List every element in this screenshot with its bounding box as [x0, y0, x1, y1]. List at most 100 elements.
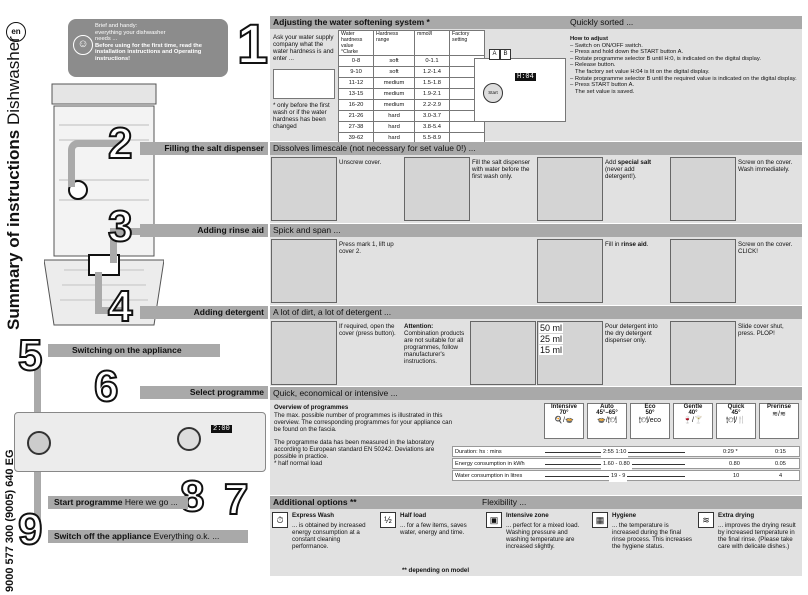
- options-note: ** depending on model: [402, 567, 470, 574]
- step-2-number: 2: [107, 119, 134, 168]
- hardness-table: Water hardness value °Clarke Hardness ra…: [338, 30, 485, 144]
- s4-text-4: Slide cover shut, press. PLOP!: [738, 323, 784, 337]
- section-2-bar: Dissolves limescale (not necessary for s…: [270, 142, 802, 155]
- half-load-icon: ½: [380, 512, 396, 528]
- s1-note: * only before the first wash or if the w…: [273, 102, 330, 130]
- s4-photo-1: [271, 321, 337, 385]
- section-6-bar: Quick, economical or intensive ...: [270, 387, 802, 400]
- step-2-bar: Filling the salt dispenser: [140, 142, 268, 155]
- s2-photo-2: [404, 157, 470, 221]
- intensive-zone-icon: ▣: [486, 512, 502, 528]
- auto-icon: 🍲/🍽: [597, 417, 617, 424]
- s1-panel-illustration: A B Start H:04: [474, 49, 566, 122]
- extra-drying-icon: ≋: [698, 512, 714, 528]
- side-title: Summary of instructions Dishwasher: [4, 36, 23, 330]
- intro-box: ☺ Brief and handy:everything your dishwa…: [68, 19, 228, 77]
- s3-photo-2: [537, 239, 603, 303]
- overview-text: Overview of programmes The max. possible…: [274, 404, 453, 467]
- s2-text-4: Screw on the cover. Wash immediately.: [738, 159, 793, 173]
- side-code: 9000 577 300 (9005) 640 EG: [4, 449, 16, 592]
- s4-text-3: Pour detergent into the dry detergent di…: [605, 323, 658, 344]
- opt-express: Express Wash... is obtained by increased…: [292, 512, 366, 550]
- s1-ask: Ask your water supply company what the w…: [273, 34, 334, 62]
- s3-photo-1: [271, 239, 337, 303]
- s2-photo-1: [271, 157, 337, 221]
- quick-icon: 🍽/🍴: [726, 417, 746, 424]
- opt-extra-drying: Extra drying... improves the drying resu…: [718, 512, 796, 550]
- s4-photo-2: [470, 321, 536, 385]
- hardness-entry-box[interactable]: [273, 69, 335, 99]
- s2-text-2: Fill the salt dispenser with water befor…: [472, 159, 531, 180]
- opt-intensive-zone: Intensive zone... perfect for a mixed lo…: [506, 512, 580, 550]
- step-1-number: 1: [236, 12, 269, 75]
- ml-50-label: 50 ml: [539, 323, 564, 333]
- ml-25-label: 25 ml: [539, 334, 564, 344]
- step-6-bar: Select programme: [140, 386, 268, 399]
- opt-half: Half load... for a few items, saves wate…: [400, 512, 467, 536]
- express-wash-icon: ⏱: [272, 512, 288, 528]
- s2-text-3: Add special salt (never add detergent!).: [605, 159, 652, 180]
- fascia-display: 2:00: [211, 425, 232, 433]
- opt-hygiene: Hygiene... the temperature is increased …: [612, 512, 693, 550]
- step-6-number: 6: [93, 362, 120, 411]
- section-4-bar: A lot of dirt, a lot of detergent ...: [270, 306, 802, 319]
- label-b: B: [500, 49, 511, 60]
- start-button[interactable]: Start: [483, 83, 503, 103]
- s4-text-1: If required, open the cover (press butto…: [339, 323, 396, 337]
- s4-photo-3: 50 ml 25 ml 15 ml: [537, 321, 603, 385]
- panel-display: H:04: [515, 73, 536, 81]
- on-off-switch[interactable]: [27, 431, 51, 455]
- duration-row: Duration: hs : mins 2:55 1:10 0:29 * 0:1…: [452, 446, 800, 458]
- gentle-icon: 🍷/🍸: [683, 417, 703, 424]
- step-7-number: 7: [223, 475, 250, 524]
- s3-text-3: Screw on the cover. CLICK!: [738, 241, 793, 255]
- smiley-icon: ☺: [73, 35, 93, 55]
- step-5-bar: Switching on the appliance: [48, 344, 220, 357]
- label-a: A: [489, 49, 500, 60]
- programme-selector[interactable]: [177, 427, 201, 451]
- s2-text-1: Unscrew cover.: [339, 159, 382, 166]
- step-9-number: 9: [17, 505, 44, 554]
- s3-text-2: Fill in rinse aid.: [605, 241, 649, 248]
- s3-text-1: Press mark 1, lift up cover 2.: [339, 241, 394, 255]
- s2-photo-3: [537, 157, 603, 221]
- section-7: [270, 496, 802, 576]
- water-row: Water consumption in litres 19 - 9 10 4: [452, 470, 800, 482]
- step-4-bar: Adding detergent: [140, 306, 268, 319]
- s4-photo-4: [670, 321, 736, 385]
- prog-prerinse: Prerinse≋/≋: [759, 403, 799, 439]
- intensive-icon: 🍳/🍲: [554, 417, 574, 424]
- step-3-bar: Adding rinse aid: [140, 224, 268, 237]
- hygiene-icon: ▦: [592, 512, 608, 528]
- ml-15-label: 15 ml: [539, 345, 564, 355]
- section-3-bar: Spick and span ...: [270, 224, 802, 237]
- step-3-number: 3: [107, 202, 134, 251]
- s4-attention: Attention:Combination products are not s…: [404, 323, 465, 365]
- s2-photo-4: [670, 157, 736, 221]
- s1-howto: How to adjust – Switch on ON/OFF switch.…: [570, 36, 797, 95]
- prerinse-icon: ≋/≋: [772, 411, 786, 418]
- eco-icon: 🍽/eco: [638, 417, 662, 424]
- step-9-bar: Switch off the appliance Everything o.k.…: [48, 530, 248, 543]
- fascia-panel: 2:00: [14, 412, 266, 472]
- step-5-number: 5: [17, 331, 44, 380]
- lang-badge: en: [6, 22, 26, 42]
- section-7-bar: Additional options ** Flexibility ...: [270, 496, 802, 509]
- step-4-number: 4: [107, 282, 134, 331]
- s3-photo-3: [670, 239, 736, 303]
- step-8-bar: Start programme Here we go ...: [48, 496, 188, 509]
- section-1-bar: Adjusting the water softening system * Q…: [270, 16, 802, 29]
